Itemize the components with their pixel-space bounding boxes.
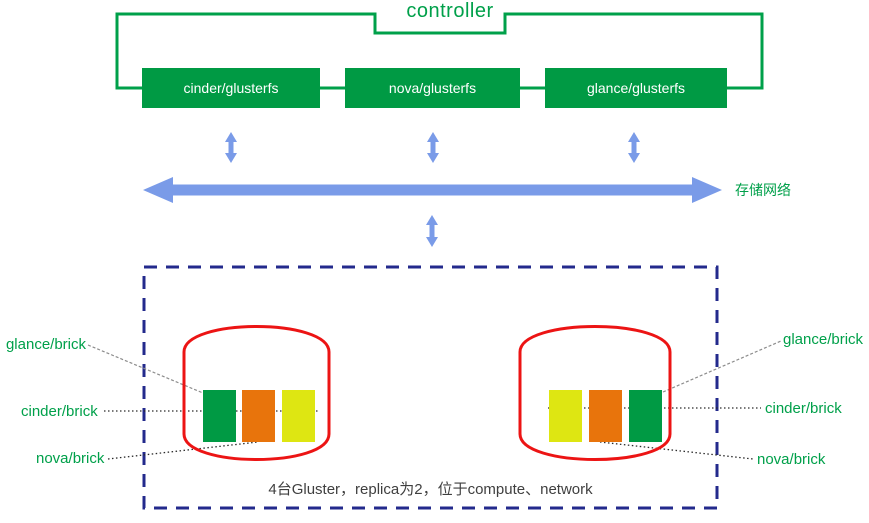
cinder-network-arrow-icon	[225, 132, 237, 163]
service-box-cinder-glusterfs: cinder/glusterfs	[142, 68, 320, 108]
left-gluster-node-cylinder	[182, 325, 331, 461]
right-node-glance-brick-bar	[629, 390, 662, 442]
right-glance-leader-line	[662, 340, 782, 393]
cluster-boundary-box	[142, 265, 719, 510]
left-cinder-brick-label: cinder/brick	[21, 403, 98, 420]
right-gluster-node-cylinder	[518, 325, 672, 461]
glance-network-arrow-icon	[628, 132, 640, 163]
controller-bracket-outline	[115, 12, 764, 90]
right-node-cinder-brick-bar	[549, 390, 582, 442]
left-glance-brick-label: glance/brick	[5, 336, 86, 353]
cluster-network-arrow-icon	[426, 215, 438, 247]
left-node-cinder-brick-bar	[282, 390, 315, 442]
service-box-nova-label: nova/glusterfs	[388, 80, 477, 96]
service-box-glance-glusterfs: glance/glusterfs	[545, 68, 727, 108]
storage-network-arrow-icon	[143, 177, 722, 203]
right-nova-brick-label: nova/brick	[757, 451, 826, 468]
left-node-nova-brick-bar	[242, 390, 275, 442]
right-glance-brick-label: glance/brick	[783, 331, 864, 348]
cluster-caption: 4台Gluster，replica为2，位于compute、network	[268, 481, 593, 498]
right-node-nova-brick-bar	[589, 390, 622, 442]
nova-network-arrow-icon	[427, 132, 439, 163]
right-cinder-brick-label: cinder/brick	[765, 400, 842, 417]
left-nova-leader-line	[107, 441, 259, 460]
storage-network-label: 存储网络	[735, 182, 791, 198]
left-nova-brick-label: nova/brick	[36, 450, 105, 467]
service-box-nova-glusterfs: nova/glusterfs	[345, 68, 520, 108]
right-nova-leader-line	[599, 441, 754, 460]
service-box-glance-label: glance/glusterfs	[586, 80, 686, 96]
service-box-cinder-label: cinder/glusterfs	[183, 80, 279, 96]
left-node-glance-brick-bar	[203, 390, 236, 442]
controller-title: controller	[406, 0, 494, 22]
left-glance-leader-line	[87, 344, 204, 394]
